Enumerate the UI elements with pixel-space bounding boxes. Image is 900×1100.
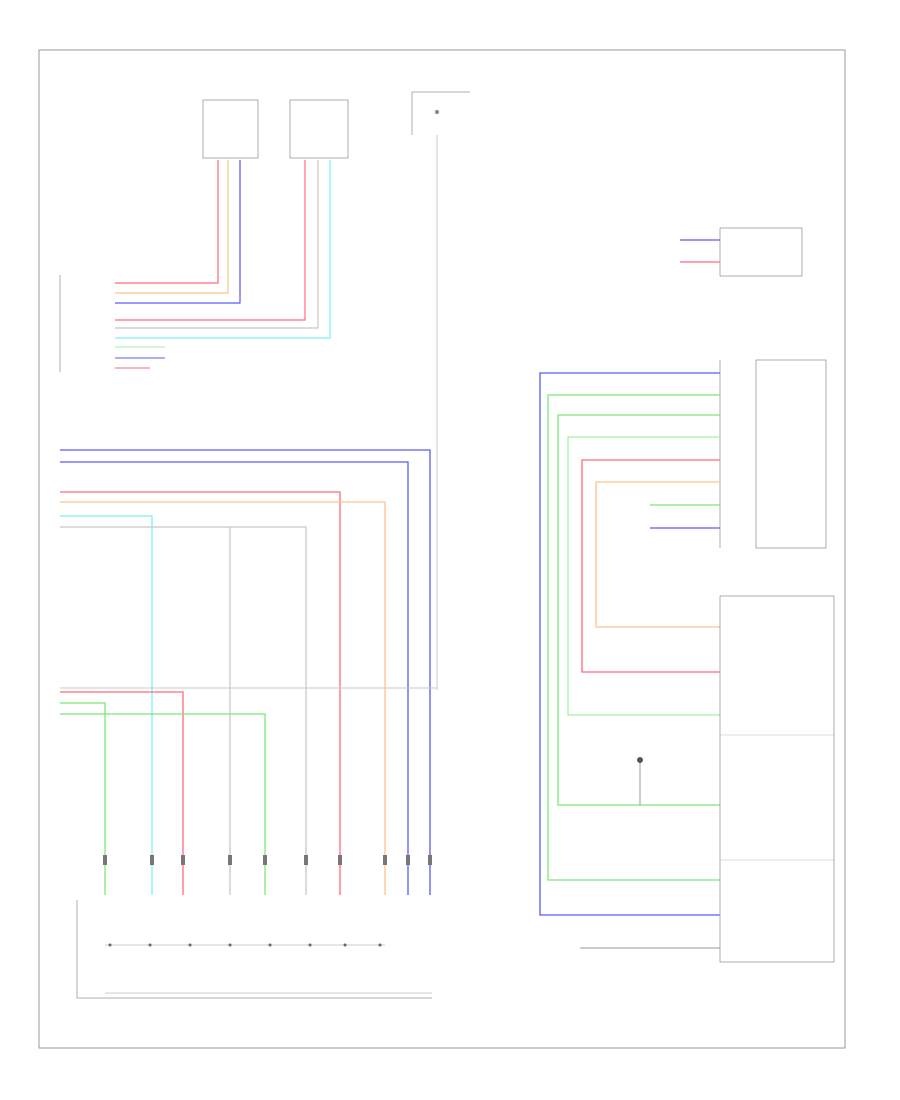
relay-1-wires: [115, 160, 241, 304]
relay-2-wires: [115, 160, 331, 339]
relay-block-1: [202, 99, 259, 159]
panel-stubs: [115, 346, 165, 369]
top-right-module: [680, 227, 803, 277]
relay-block-2: [289, 99, 349, 159]
left-middle-wires: [60, 449, 431, 895]
right-wires: [539, 372, 720, 916]
bottom-switch-block: [76, 900, 432, 999]
bottom-connectors: [103, 855, 432, 865]
bottom-right-wires: [580, 760, 720, 949]
top-connector: [411, 91, 470, 135]
control-unit-block: [719, 359, 827, 549]
diagram-frame: [38, 49, 846, 1049]
ground-symbol: [637, 757, 643, 763]
right-switch-box: [719, 595, 835, 963]
lower-left-wires: [60, 691, 266, 895]
